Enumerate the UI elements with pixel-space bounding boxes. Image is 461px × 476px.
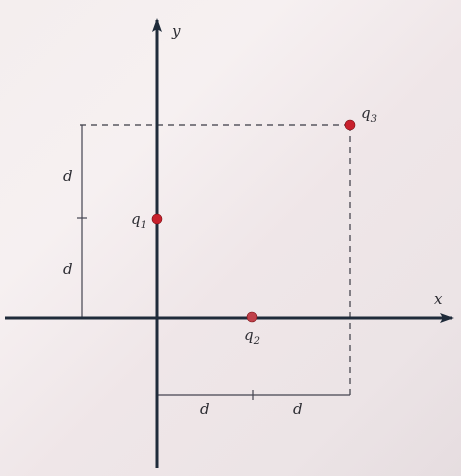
charge-q3-dot xyxy=(344,119,356,131)
dimension-label-vertical-lower: d xyxy=(63,260,73,278)
charge-q2-label: q2 xyxy=(244,326,260,347)
dimension-label-horizontal-right: d xyxy=(293,400,303,418)
charge-q1-subscript: 1 xyxy=(141,220,147,231)
charge-q2-symbol: q xyxy=(244,326,254,344)
charge-q3-label: q3 xyxy=(361,104,377,125)
charge-q1-symbol: q xyxy=(131,210,141,228)
x-axis-label: x xyxy=(434,290,443,308)
dimension-label-horizontal-left: d xyxy=(200,400,210,418)
charge-q2-dot xyxy=(246,311,258,323)
charge-q3-subscript: 3 xyxy=(371,114,377,125)
dimension-label-vertical-upper: d xyxy=(63,167,73,185)
y-axis-label: y xyxy=(171,22,181,40)
charge-q1-label: q1 xyxy=(131,210,147,231)
charge-q2-subscript: 2 xyxy=(253,336,260,347)
charge-q3-symbol: q xyxy=(361,104,371,122)
charge-q1-dot xyxy=(151,213,163,225)
